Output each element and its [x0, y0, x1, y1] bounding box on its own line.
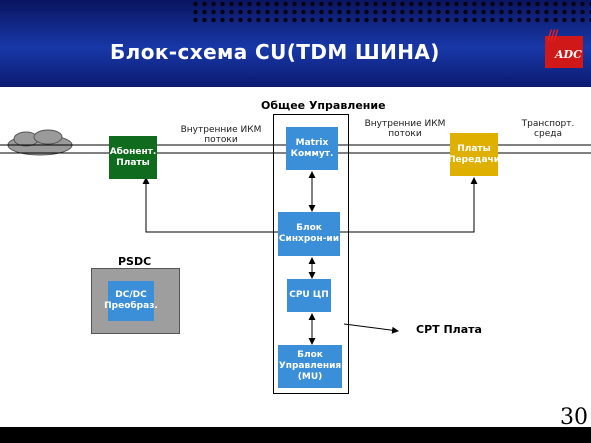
cpu-block: CPU ЦП: [287, 279, 331, 312]
control-group-frame: [273, 114, 349, 394]
bottom-bar: [0, 427, 591, 443]
adc-logo: /// ADC: [545, 28, 583, 68]
right-flow-label: Внутренние ИКМ потоки: [364, 119, 446, 139]
title-bar: [0, 0, 591, 87]
slide-title: Блок-схема CU(TDM ШИНА): [110, 40, 440, 64]
management-block: Блок Управления (MU): [278, 345, 342, 388]
transport-label: Транспорт. среда: [521, 119, 575, 139]
decorative-dot-pattern: [191, 0, 591, 24]
sync-to-subscriber-arrow: [142, 177, 278, 233]
sync-to-transmit-arrow: [340, 177, 478, 233]
cpt-label: CPT Плата: [416, 323, 482, 336]
transmit-block: Платы Передачи: [448, 133, 500, 176]
matrix-block: Matrix Коммут.: [286, 127, 338, 170]
sync-block: Блок Синхрон-ии: [278, 212, 340, 256]
psdc-title: PSDC: [118, 255, 152, 268]
left-flow-label: Внутренние ИКМ потоки: [180, 125, 262, 145]
network-cloud-icon: [7, 129, 73, 156]
subscriber-block: Абонент. Платы: [109, 136, 157, 179]
control-group-title: Общее Управление: [261, 99, 386, 112]
logo-bars-icon: ///: [547, 28, 558, 44]
logo-text: ADC: [555, 48, 582, 61]
dcdc-block: DC/DC Преобраз.: [104, 281, 158, 321]
cpu-to-cpt-arrow: [343, 323, 399, 334]
page-number: 30: [560, 405, 588, 430]
